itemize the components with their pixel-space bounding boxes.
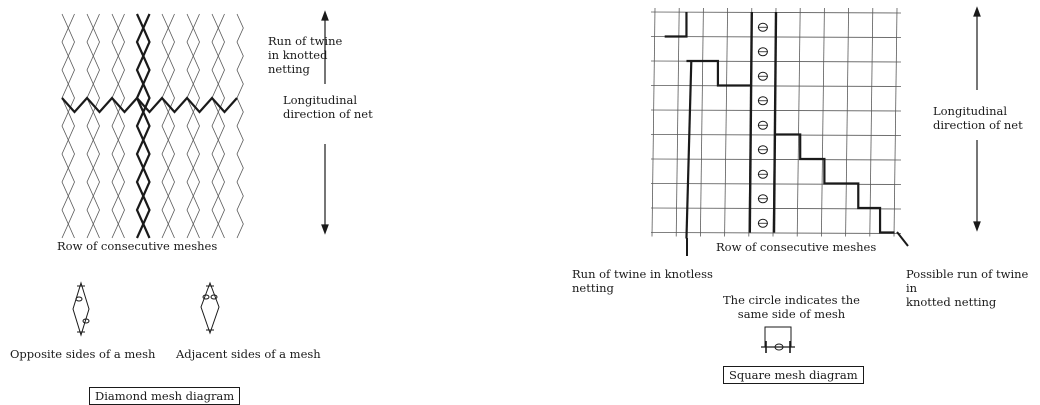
diamond-net-strand: [217, 13, 225, 239]
diamond-twine-runs: [61, 13, 238, 239]
diamond-net-strand: [192, 13, 200, 239]
circle-note-label: The circle indicates the same side of me…: [723, 293, 860, 321]
same-side-circles: [757, 22, 768, 228]
bold-column-right: [772, 11, 778, 233]
square-direction-label: Longitudinal direction of net: [933, 104, 1023, 132]
diamond-net-strand: [67, 13, 75, 239]
bold-stair-upper: [686, 59, 752, 87]
diamond-net-strand: [211, 13, 219, 239]
twine-run-label: Run of twine in knotted netting: [268, 34, 343, 76]
diamond-net-strand: [161, 13, 169, 239]
square-twine-runs: [664, 11, 895, 239]
grid-vertical-line: [893, 7, 898, 237]
opposite-sides-label: Opposite sides of a mesh: [10, 347, 156, 361]
adjacent-sides-label: Adjacent sides of a mesh: [176, 347, 321, 361]
grid-vertical-line: [796, 7, 801, 237]
diamond-net-strand: [92, 13, 100, 239]
diamond-diagram-title: Diamond mesh diagram: [89, 387, 241, 405]
square-longitudinal-arrow: [973, 6, 981, 232]
bold-column-left: [748, 11, 753, 233]
diamond-net-strand: [117, 13, 125, 239]
diamond-bold-row: [61, 96, 238, 114]
square-row-label: Row of consecutive meshes: [716, 240, 877, 254]
diamond-row-label: Row of consecutive meshes: [57, 239, 218, 253]
bold-stair-lower: [776, 133, 895, 234]
grid-vertical-line: [845, 7, 849, 237]
knotted-pointer: [896, 231, 909, 247]
knotless-label: Run of twine in knotless netting: [572, 267, 713, 295]
square-diagram-title: Square mesh diagram: [723, 366, 864, 384]
diamond-net-strand: [61, 13, 69, 239]
diamond-longitudinal-arrow: [321, 10, 329, 235]
diamond-bold-run: [135, 13, 145, 239]
grid-vertical-line: [675, 7, 680, 237]
diamond-net-strand: [111, 13, 119, 239]
diamond-net-strand: [167, 13, 175, 239]
grid-vertical-line: [700, 7, 704, 237]
grid-vertical-line: [869, 7, 874, 237]
knotted-label: Possible run of twine in knotted netting: [906, 267, 1029, 309]
grid-vertical-line: [651, 7, 656, 237]
bold-run-top-left: [664, 12, 688, 38]
diamond-net-strand: [236, 13, 244, 239]
bold-run-left: [685, 60, 693, 239]
diamond-bold-run: [142, 13, 151, 239]
square-mesh-icon: [761, 326, 795, 353]
grid-vertical-line: [724, 7, 728, 237]
diamond-net-strand: [186, 13, 194, 239]
diamond-mesh-net: [61, 13, 244, 239]
grid-vertical-line: [821, 7, 825, 237]
adjacent-sides-mesh-icon: [200, 281, 220, 335]
diamond-direction-label: Longitudinal direction of net: [283, 93, 373, 121]
opposite-sides-mesh-icon: [72, 281, 90, 337]
diamond-net-strand: [86, 13, 94, 239]
grid-horizontal-line: [650, 232, 902, 234]
grid-horizontal-line: [650, 158, 902, 161]
